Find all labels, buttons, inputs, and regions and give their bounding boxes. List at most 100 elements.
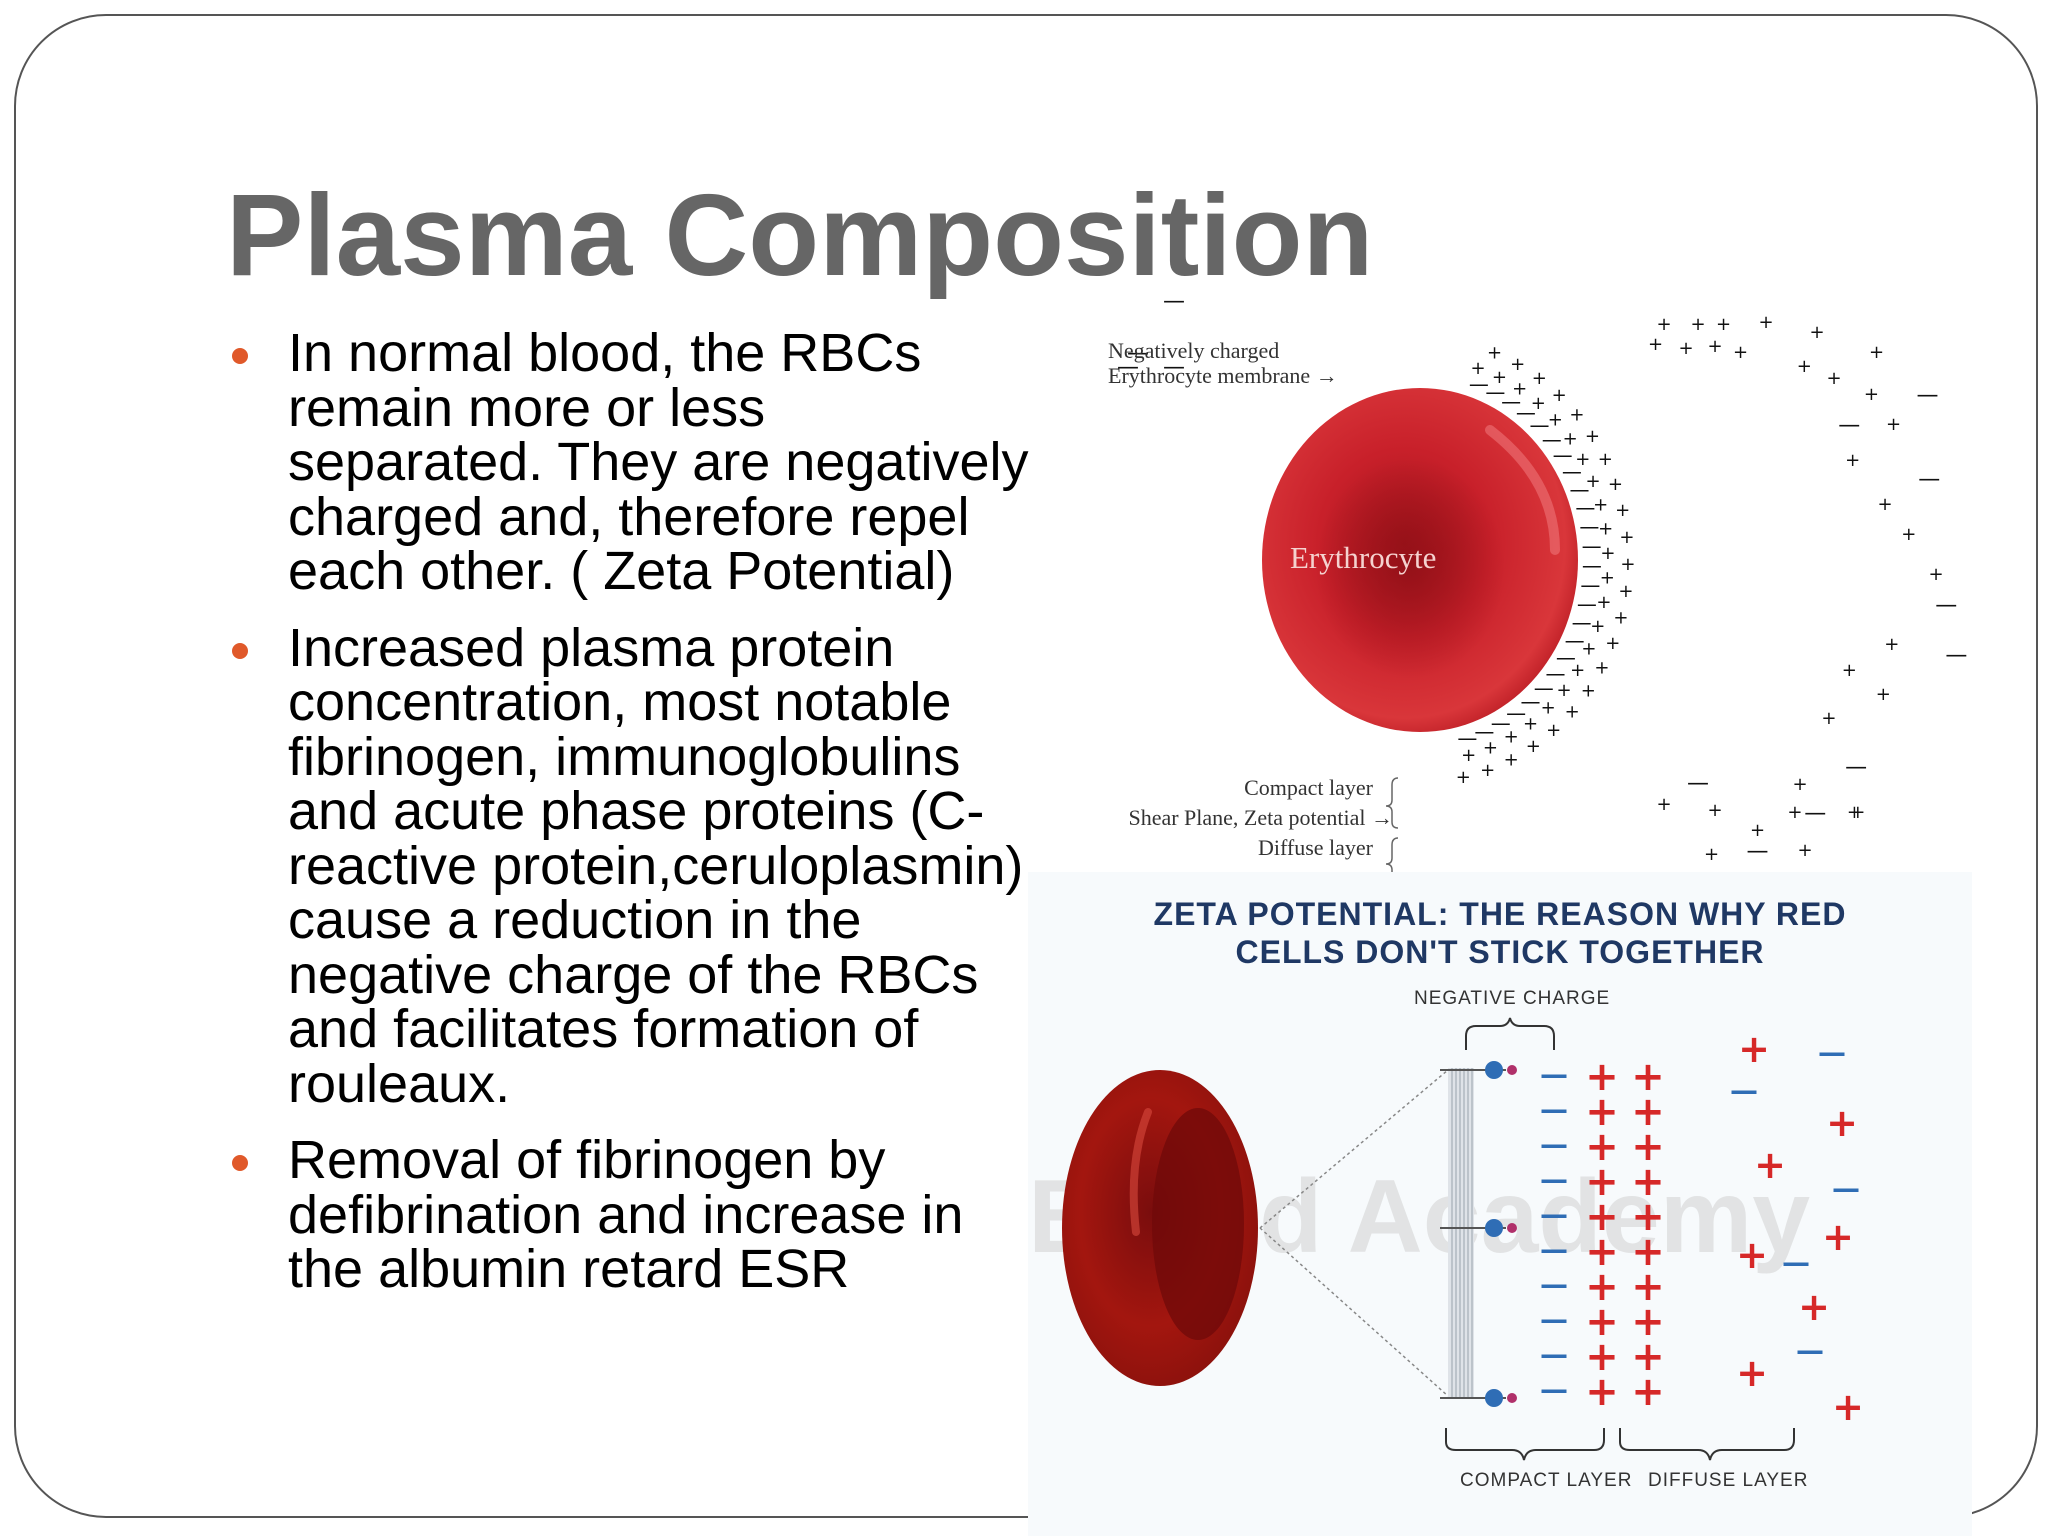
minus-charge-icon: —: [1540, 1198, 1568, 1231]
plus-charge-icon: +: [1631, 1264, 1665, 1310]
plus-charge-icon: +: [1631, 1194, 1665, 1240]
plus-charge-icon: +: [1487, 343, 1502, 364]
plus-charge-icon: +: [1581, 680, 1596, 701]
diffuse-layer-bottom-label: DIFFUSE LAYER: [1648, 1470, 1809, 1491]
minus-charge-icon: —: [1127, 341, 1149, 366]
plus-charge-icon: +: [1826, 368, 1841, 389]
plus-charge-icon: +: [1552, 385, 1567, 406]
bullet-item: In normal blood, the RBCs remain more or…: [230, 326, 1030, 599]
projection-line: [1259, 1069, 1449, 1229]
plus-charge-icon: +: [1585, 1159, 1619, 1205]
plus-charge-icon: +: [1738, 1027, 1770, 1071]
plus-charge-icon: +: [1563, 428, 1578, 449]
plus-charge-icon: +: [1809, 322, 1824, 343]
plus-charge-icon: +: [1716, 314, 1731, 335]
plus-charge-icon: +: [1590, 616, 1605, 637]
plus-charge-icon: +: [1736, 1351, 1768, 1395]
minus-charge-icon: —: [1917, 383, 1939, 408]
minus-charge-icon: —: [1782, 1246, 1810, 1279]
plus-charge-icon: +: [1581, 639, 1596, 660]
plus-charge-icon: +: [1598, 449, 1613, 470]
plus-charge-icon: +: [1613, 607, 1628, 628]
plus-charge-icon: +: [1615, 500, 1630, 521]
minus-charge-icon: —: [1529, 413, 1549, 437]
plus-charge-icon: +: [1586, 471, 1601, 492]
plus-charge-icon: +: [1620, 554, 1635, 575]
minus-charge-icon: —: [1485, 380, 1505, 404]
minus-charge-icon: —: [1747, 839, 1769, 864]
receptor-tail-icon: [1507, 1393, 1517, 1403]
plus-charge-icon: +: [1876, 684, 1891, 705]
plus-charge-icon: +: [1585, 1054, 1619, 1100]
zeta-diagram: Blood Academy —++—++—++—++—++—++—++—++—+…: [1028, 1017, 1864, 1461]
plus-charge-icon: +: [1456, 767, 1471, 788]
bullet-dot-icon: [232, 642, 248, 659]
minus-charge-icon: —: [1577, 592, 1597, 616]
charge-symbols: —————————————————————————+++++++++++++++…: [1117, 289, 1991, 865]
plus-charge-icon: +: [1754, 1143, 1786, 1187]
minus-charge-icon: —: [1569, 477, 1589, 501]
erythrocyte-highlight: [1485, 425, 1560, 555]
minus-charge-icon: —: [1687, 771, 1709, 796]
plus-charge-icon: +: [1707, 336, 1722, 357]
minus-charge-icon: —: [1163, 290, 1185, 314]
plus-charge-icon: +: [1608, 474, 1623, 495]
plus-charge-icon: +: [1585, 426, 1600, 447]
plus-charge-icon: +: [1842, 660, 1857, 681]
bullet-dot-icon: [232, 1155, 248, 1171]
minus-charge-icon: —: [1553, 443, 1573, 467]
plus-charge-icon: +: [1596, 592, 1611, 613]
plus-charge-icon: +: [1631, 1334, 1665, 1380]
minus-charge-icon: —: [1506, 701, 1526, 725]
minus-charge-icon: —: [1730, 1074, 1758, 1107]
plus-charge-icon: +: [1901, 524, 1916, 545]
erythrocyte-dimple: [1315, 458, 1505, 678]
plus-charge-icon: +: [1600, 543, 1615, 564]
plus-charge-icon: +: [1707, 800, 1722, 821]
plus-charge-icon: +: [1541, 698, 1556, 719]
plus-charge-icon: +: [1798, 1285, 1830, 1329]
erythrocyte-charge-figure: —————————————————————————+++++++++++++++…: [1050, 289, 1991, 880]
plus-charge-icon: +: [1821, 708, 1836, 729]
minus-charge-icon: —: [1534, 676, 1554, 700]
minus-charge-icon: —: [1565, 629, 1585, 653]
plus-charge-icon: +: [1461, 745, 1476, 766]
minus-charge-icon: —: [1575, 496, 1595, 520]
minus-charge-icon: —: [1804, 801, 1826, 826]
plus-charge-icon: +: [1585, 1194, 1619, 1240]
plus-charge-icon: +: [1585, 1334, 1619, 1380]
plus-charge-icon: +: [1631, 1369, 1665, 1415]
minus-charge-icon: —: [1163, 355, 1185, 380]
zeta-charge-symbols: —++—++—++—++—++—++—++—++—++—+++——++—+—++…: [1540, 1027, 1864, 1429]
diffuse-layer-brace: [1385, 837, 1399, 874]
plus-charge-icon: +: [1850, 802, 1865, 823]
plus-charge-icon: +: [1750, 820, 1765, 841]
plus-charge-icon: +: [1864, 384, 1879, 405]
plus-charge-icon: +: [1598, 518, 1613, 539]
diffuse-layer-bracket: [1619, 1428, 1795, 1461]
plus-charge-icon: +: [1679, 338, 1694, 359]
minus-charge-icon: —: [1540, 1163, 1568, 1196]
receptor-head-icon: [1485, 1219, 1503, 1237]
slide-title: Plasma Composition: [226, 170, 1374, 300]
plus-charge-icon: +: [1585, 1264, 1619, 1310]
plus-charge-icon: +: [1869, 342, 1884, 363]
plus-charge-icon: +: [1523, 713, 1538, 734]
plus-charge-icon: +: [1884, 634, 1899, 655]
plus-charge-icon: +: [1531, 393, 1546, 414]
minus-charge-icon: —: [1556, 646, 1576, 670]
minus-charge-icon: —: [1935, 593, 1957, 618]
minus-charge-icon: —: [1582, 534, 1602, 558]
negative-charge-brace: [1465, 1017, 1555, 1050]
plus-charge-icon: +: [1600, 568, 1615, 589]
diffuse-layer-label: Diffuse layer: [1257, 835, 1373, 860]
bullet-list: In normal blood, the RBCs remain more or…: [230, 326, 1030, 1319]
plus-charge-icon: +: [1618, 581, 1633, 602]
plus-charge-icon: +: [1792, 774, 1807, 795]
plus-charge-icon: +: [1619, 527, 1634, 548]
plus-charge-icon: +: [1605, 633, 1620, 654]
plus-charge-icon: +: [1758, 312, 1773, 333]
plus-charge-icon: +: [1797, 356, 1812, 377]
minus-charge-icon: —: [1474, 719, 1494, 743]
red-cell-dimple: [1152, 1108, 1244, 1340]
